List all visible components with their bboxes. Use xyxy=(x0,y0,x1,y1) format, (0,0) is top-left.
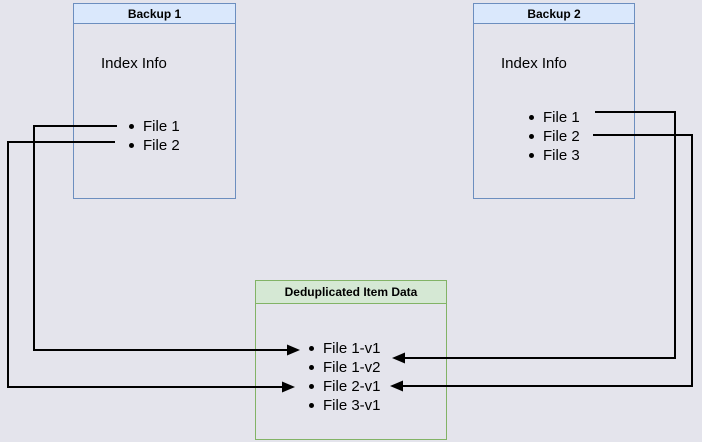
dedup-item-file2v1: File 2-v1 xyxy=(323,378,381,395)
dedup-item-file3v1: File 3-v1 xyxy=(323,397,381,414)
backup1-index-info-label: Index Info xyxy=(101,55,167,72)
list-item: File 1 xyxy=(129,117,180,136)
backup1-header: Backup 1 xyxy=(74,4,235,24)
bullet-icon xyxy=(529,153,534,158)
bullet-icon xyxy=(529,115,534,120)
backup2-file-2: File 2 xyxy=(543,128,580,145)
dedup-title: Deduplicated Item Data xyxy=(284,285,418,299)
list-item: File 1-v2 xyxy=(309,358,381,377)
list-item: File 1 xyxy=(529,108,580,127)
dedup-box: Deduplicated Item Data File 1-v1 File 1-… xyxy=(255,280,447,440)
backup2-header: Backup 2 xyxy=(474,4,634,24)
backup2-file-1: File 1 xyxy=(543,109,580,126)
dedup-item-file1v2: File 1-v2 xyxy=(323,359,381,376)
backup1-box: Backup 1 Index Info File 1 File 2 xyxy=(73,3,236,199)
list-item: File 3-v1 xyxy=(309,396,381,415)
list-item: File 1-v1 xyxy=(309,339,381,358)
backup2-file-list: File 1 File 2 File 3 xyxy=(529,108,580,165)
bullet-icon xyxy=(129,143,134,148)
list-item: File 2 xyxy=(529,127,580,146)
bullet-icon xyxy=(309,346,314,351)
list-item: File 2 xyxy=(129,136,180,155)
dedup-item-file1v1: File 1-v1 xyxy=(323,340,381,357)
list-item: File 3 xyxy=(529,146,580,165)
bullet-icon xyxy=(529,134,534,139)
dedup-header: Deduplicated Item Data xyxy=(256,281,446,304)
backup1-title: Backup 1 xyxy=(127,6,182,21)
backup2-file-3: File 3 xyxy=(543,147,580,164)
bullet-icon xyxy=(309,384,314,389)
backup1-file-list: File 1 File 2 xyxy=(129,117,180,155)
backup2-box: Backup 2 Index Info File 1 File 2 File 3 xyxy=(473,3,635,199)
backup1-file-1: File 1 xyxy=(143,118,180,135)
backup2-title: Backup 2 xyxy=(527,6,581,21)
backup1-file-2: File 2 xyxy=(143,137,180,154)
bullet-icon xyxy=(129,124,134,129)
bullet-icon xyxy=(309,365,314,370)
backup2-index-info-label: Index Info xyxy=(501,55,567,72)
dedup-item-list: File 1-v1 File 1-v2 File 2-v1 File 3-v1 xyxy=(309,339,381,415)
bullet-icon xyxy=(309,403,314,408)
list-item: File 2-v1 xyxy=(309,377,381,396)
